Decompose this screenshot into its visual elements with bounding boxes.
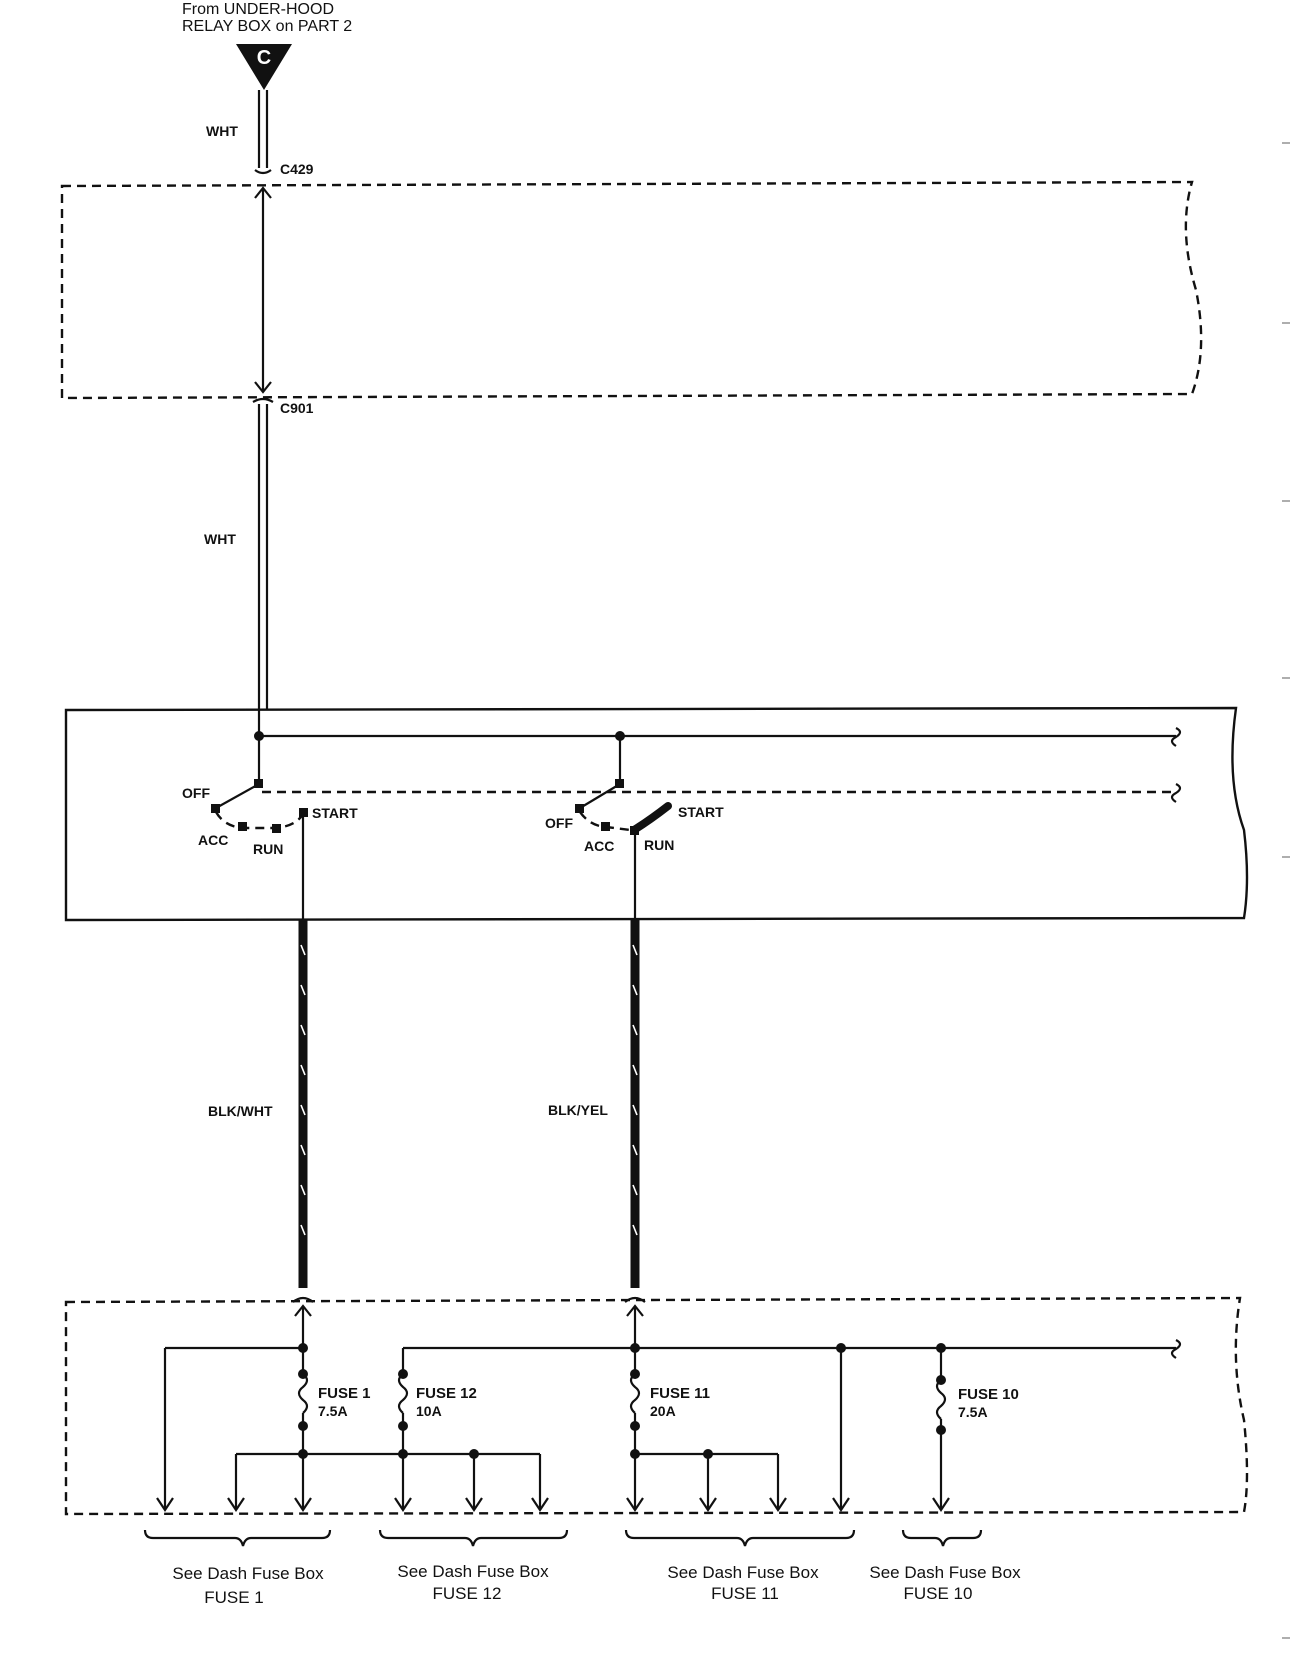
wire-color-lower: WHT <box>204 531 236 547</box>
fuse-box-connector-right <box>624 1296 646 1303</box>
bracket-fuse10 <box>901 1529 983 1547</box>
continuation-break-icon <box>1170 783 1182 803</box>
reference-fuse1-line1: See Dash Fuse Box <box>172 1564 324 1583</box>
wire-color-blk-wht: BLK/WHT <box>208 1103 273 1119</box>
source-label-line2: RELAY BOX on PART 2 <box>182 18 352 35</box>
fuse11-rating: 20A <box>650 1403 676 1419</box>
arrow-down-icon <box>394 1497 412 1512</box>
left-switch-blade <box>215 783 260 809</box>
left-start-label: START <box>312 805 358 821</box>
arrow-down-icon <box>294 1497 312 1512</box>
reference-fuse1-line2: FUSE 1 <box>204 1588 264 1607</box>
left-off-label: OFF <box>182 785 210 801</box>
wire-color-blk-yel: BLK/YEL <box>548 1102 608 1118</box>
fuse-box-dashed <box>64 1296 1249 1516</box>
left-switch-pivot <box>254 779 263 788</box>
connector-c429-label: C429 <box>280 161 314 177</box>
connector-c901-label: C901 <box>280 400 314 416</box>
arrow-down-icon <box>465 1497 483 1512</box>
fuse12-element <box>397 1373 409 1414</box>
left-off-contact <box>211 804 220 813</box>
fuse11-name: FUSE 11 <box>650 1385 710 1402</box>
bracket-fuse1 <box>143 1529 332 1547</box>
arrow-down-icon <box>832 1497 850 1512</box>
reference-fuse10-line1: See Dash Fuse Box <box>869 1563 1021 1582</box>
left-start-contact <box>299 808 308 817</box>
right-switch-blade <box>579 783 621 809</box>
fuse12-name: FUSE 12 <box>416 1385 477 1402</box>
fuse11-element <box>629 1373 641 1414</box>
bracket-fuse11 <box>624 1529 856 1547</box>
right-switch-pivot <box>615 779 624 788</box>
bracket-fuse12 <box>378 1529 569 1547</box>
reference-fuse12-line1: See Dash Fuse Box <box>397 1562 549 1581</box>
reference-fuse11-line2: FUSE 11 <box>711 1584 779 1603</box>
wire-color-upper: WHT <box>206 123 238 139</box>
reference-fuse12-line2: FUSE 12 <box>433 1584 502 1603</box>
fuse-box-connector-left <box>292 1296 314 1303</box>
upper-dashed-box <box>60 180 1203 400</box>
left-acc-label: ACC <box>198 832 228 848</box>
right-run-label: RUN <box>644 837 674 853</box>
arrow-down-icon <box>531 1497 549 1512</box>
left-run-label: RUN <box>253 841 283 857</box>
source-marker-letter: C <box>257 47 271 69</box>
arrow-down-icon <box>699 1497 717 1512</box>
right-start-label: START <box>678 804 724 820</box>
fuse10-rating: 7.5A <box>958 1404 988 1420</box>
fuse10-name: FUSE 10 <box>958 1386 1019 1403</box>
continuation-break-icon <box>1170 1339 1182 1359</box>
source-label-line1: From UNDER-HOOD <box>182 1 334 18</box>
right-switch-arc <box>579 811 631 832</box>
arrow-down-c901 <box>254 381 272 394</box>
fuse1-rating: 7.5A <box>318 1403 348 1419</box>
arrow-down-icon <box>769 1497 787 1512</box>
reference-fuse11-line1: See Dash Fuse Box <box>667 1563 819 1582</box>
ignition-switch-box <box>64 706 1249 922</box>
fuse10-element <box>935 1379 947 1420</box>
connector-c901-symbol <box>252 397 274 403</box>
fuse1-name: FUSE 1 <box>318 1385 371 1402</box>
reference-fuse10-line2: FUSE 10 <box>904 1584 973 1603</box>
connector-c429-symbol <box>254 169 272 175</box>
right-run-start-bridge <box>630 802 672 834</box>
arrow-up-c429 <box>254 186 272 199</box>
page-edge-ticks <box>1282 142 1290 1639</box>
fuse1-element <box>297 1373 309 1414</box>
right-off-label: OFF <box>545 815 573 831</box>
wire-stripe-pattern <box>300 944 638 1236</box>
right-acc-label: ACC <box>584 838 614 854</box>
arrow-down-icon <box>227 1497 245 1512</box>
left-switch-arc <box>214 811 305 830</box>
arrow-down-icon <box>156 1497 174 1512</box>
continuation-break-icon <box>1170 727 1182 747</box>
fuse12-rating: 10A <box>416 1403 442 1419</box>
left-acc-contact <box>238 822 247 831</box>
arrow-down-icon <box>932 1497 950 1512</box>
arrow-down-icon <box>626 1497 644 1512</box>
right-off-contact <box>575 804 584 813</box>
source-marker-triangle <box>236 44 292 90</box>
